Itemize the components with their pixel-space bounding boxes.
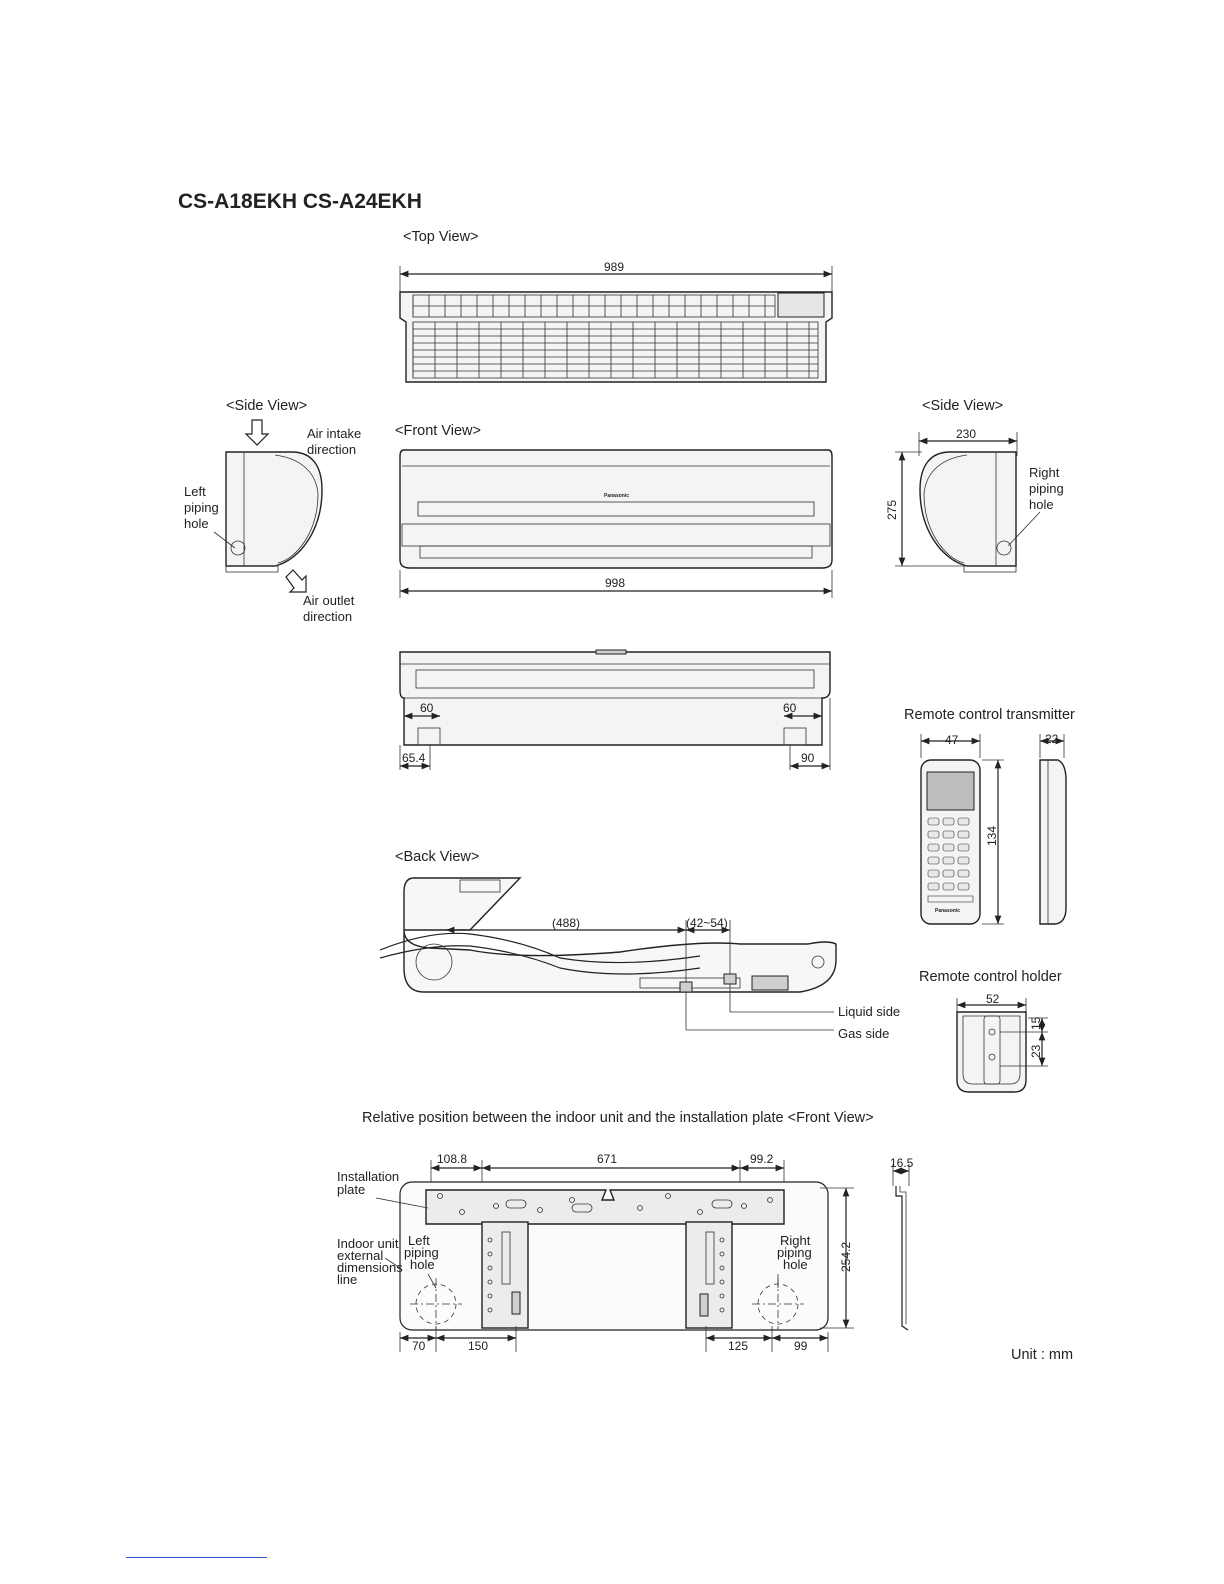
holder-body (956, 1011, 1027, 1093)
bottom-right-foot (783, 727, 807, 746)
back-view: <Back View> (488) (42~54) Liquid side Ga… (379, 849, 900, 1041)
dim-998: 998 (605, 576, 625, 590)
dim-60-left: 60 (420, 701, 434, 715)
air-intake-line2: direction (307, 442, 356, 457)
dim-16-5: 16.5 (890, 1156, 914, 1170)
dim-275: 275 (885, 500, 899, 520)
dim-99: 99 (794, 1339, 808, 1353)
front-view: <Front View> Panasonic 998 (395, 423, 833, 598)
air-outlet-line1: Air outlet (303, 593, 355, 608)
top-box (777, 292, 825, 318)
dim-15: 15 (1029, 1016, 1043, 1030)
liquid-side-label: Liquid side (838, 1004, 900, 1019)
brand-logo: Panasonic (604, 493, 629, 499)
right-piping-hole-icon (996, 540, 1012, 556)
dim-254-2: 254.2 (839, 1242, 853, 1272)
right-side-view-label: <Side View> (922, 398, 1003, 414)
dim-23: 23 (1029, 1044, 1043, 1058)
holder-screw-hole-icon (988, 1028, 996, 1036)
indoor-unit-line1: Indoor unit (337, 1236, 399, 1251)
dim-671: 671 (597, 1152, 617, 1166)
dim-125: 125 (728, 1339, 748, 1353)
left-piping-line2: piping (184, 500, 219, 515)
left-piping-hole-icon (230, 540, 246, 556)
installation-plate-view: Relative position between the indoor uni… (337, 1110, 1073, 1363)
right-side-view: <Side View> 230 275 Right piping hole (885, 398, 1064, 573)
front-view-body (399, 449, 833, 569)
dim-52: 52 (986, 992, 1000, 1006)
air-outlet-line2: direction (303, 609, 352, 624)
left-piping-line3: hole (184, 516, 209, 531)
remote-holder-label: Remote control holder (919, 969, 1062, 985)
dim-65-4: 65.4 (402, 751, 426, 765)
plate-right-leg (685, 1221, 733, 1329)
right-piping-line2: piping (1029, 481, 1064, 496)
plate-left-piping-line2: piping (404, 1245, 439, 1260)
left-side-body (225, 451, 323, 567)
installation-plate (425, 1189, 785, 1225)
left-piping-line1: Left (184, 484, 206, 499)
remote-transmitter: Remote control transmitter 47 Panasonic … (904, 707, 1075, 925)
remote-holder: Remote control holder 52 15 23 (919, 969, 1062, 1093)
front-view-label: <Front View> (395, 423, 481, 439)
page-title: CS-A18EKH CS-A24EKH (178, 190, 422, 213)
left-side-view: <Side View> Air intake direction Left pi… (184, 398, 361, 624)
dim-22: 22 (1045, 732, 1059, 746)
remote-brand: Panasonic (935, 908, 960, 914)
installation-plate-line2: plate (337, 1182, 365, 1197)
remote-side-profile (1039, 759, 1067, 925)
bottom-view-body (399, 651, 831, 746)
dim-150: 150 (468, 1339, 488, 1353)
drain-outlet-icon (811, 955, 825, 969)
dim-99-2: 99.2 (750, 1152, 774, 1166)
bottom-view: 60 60 65.4 90 (399, 649, 831, 770)
dim-134: 134 (985, 826, 999, 846)
dim-230: 230 (956, 427, 976, 441)
back-view-body (403, 877, 837, 993)
front-louver (419, 545, 813, 559)
top-view-body (399, 291, 833, 383)
drain-hose-connector (751, 975, 789, 991)
air-intake-line1: Air intake (307, 426, 361, 441)
air-intake-arrow-icon (244, 419, 270, 446)
right-piping-line1: Right (1029, 465, 1060, 480)
top-view: <Top View> 989 (399, 229, 833, 383)
right-piping-line3: hole (1029, 497, 1054, 512)
dim-488: (488) (552, 916, 580, 930)
plate-right-piping-line3: hole (783, 1257, 808, 1272)
unit-label: Unit : mm (1011, 1347, 1073, 1363)
dim-108-8: 108.8 (437, 1152, 467, 1166)
plate-side-profile (895, 1186, 909, 1331)
dim-989: 989 (604, 260, 624, 274)
back-view-label: <Back View> (395, 849, 479, 865)
plate-left-piping-line1: Left (408, 1233, 430, 1248)
indoor-unit-line3: dimensions (337, 1260, 403, 1275)
installation-plate-line1: Installation (337, 1169, 399, 1184)
air-outlet-arrow-icon (285, 569, 307, 593)
gas-side-label: Gas side (838, 1026, 889, 1041)
relative-position-heading: Relative position between the indoor uni… (362, 1110, 874, 1126)
dim-90: 90 (801, 751, 815, 765)
indoor-unit-line4: line (337, 1272, 357, 1287)
bottom-left-foot (417, 727, 441, 746)
refrigerant-pipe (379, 932, 701, 964)
top-view-label: <Top View> (403, 229, 479, 245)
footer-rule (126, 1557, 267, 1558)
left-side-view-label: <Side View> (226, 398, 307, 414)
plate-right-piping-line1: Right (780, 1233, 811, 1248)
indoor-unit-line2: external (337, 1248, 383, 1263)
dim-47: 47 (945, 733, 959, 747)
remote-transmitter-label: Remote control transmitter (904, 707, 1075, 723)
front-panel-strip (417, 501, 815, 517)
dim-60-right: 60 (783, 701, 797, 715)
dim-42-54: (42~54) (686, 916, 728, 930)
remote-lcd (926, 771, 975, 811)
plate-left-piping-line3: hole (410, 1257, 435, 1272)
dim-70: 70 (412, 1339, 426, 1353)
right-side-body (919, 451, 1017, 567)
plate-right-piping-line2: piping (777, 1245, 812, 1260)
